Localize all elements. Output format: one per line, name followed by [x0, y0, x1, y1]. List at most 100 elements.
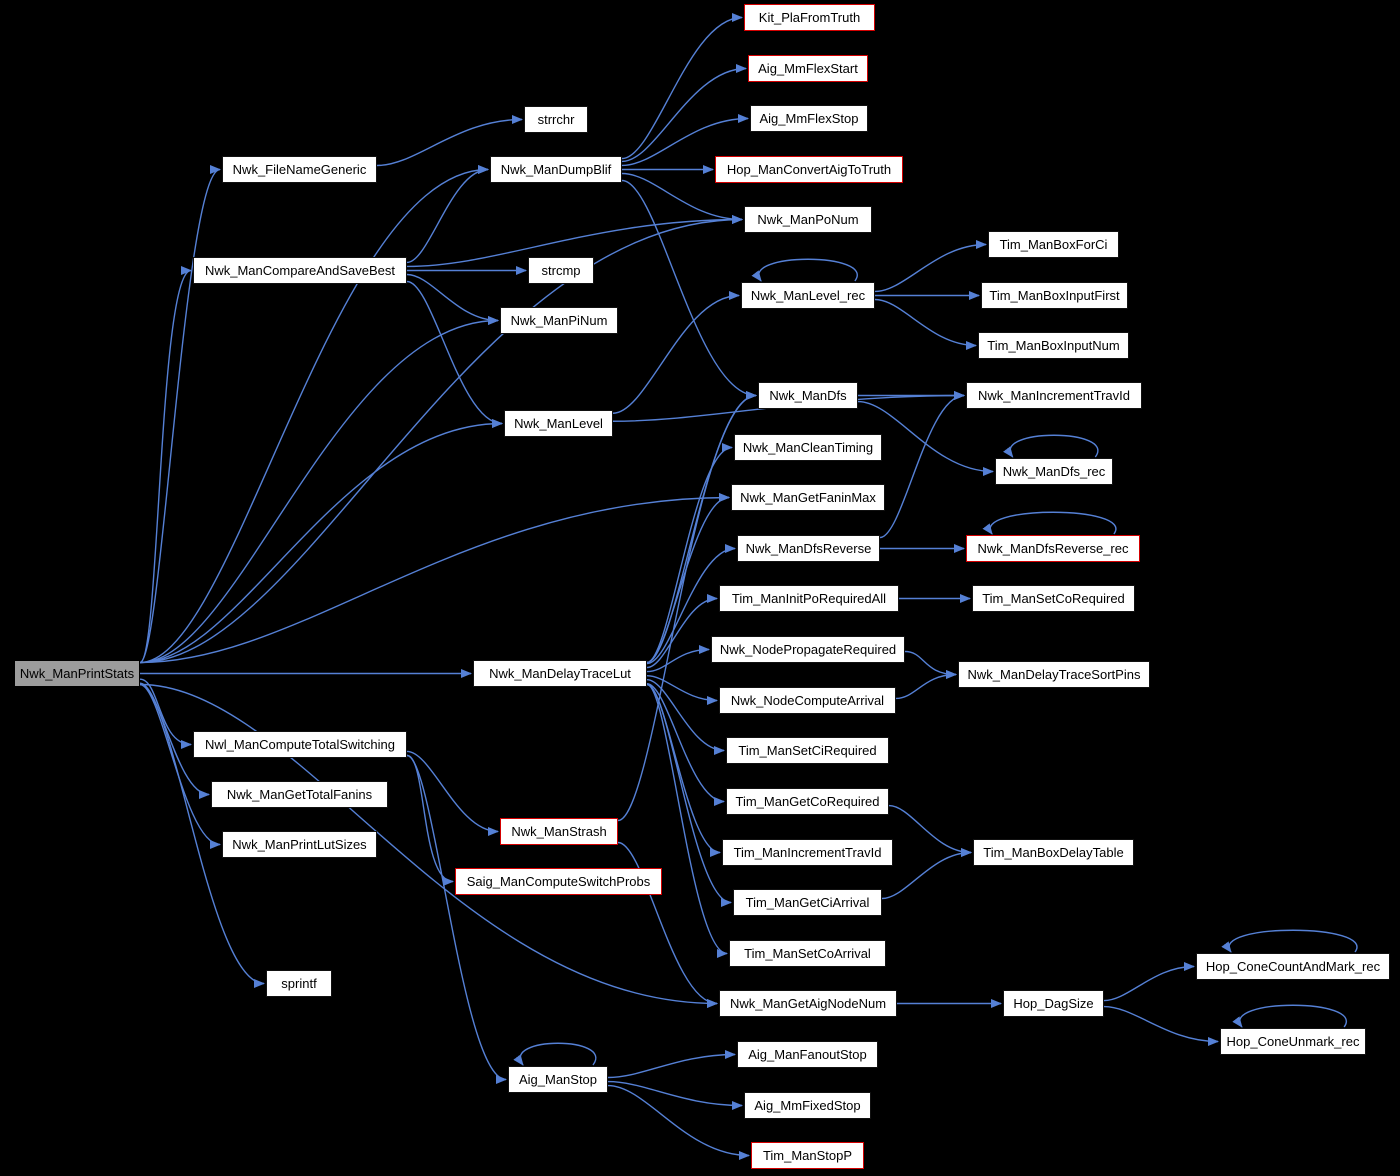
graph-node-hopConvert[interactable]: Hop_ManConvertAigToTruth	[715, 156, 903, 183]
graph-node-piNum[interactable]: Nwk_ManPiNum	[500, 307, 618, 334]
edge-dumpBlif-poNum	[621, 172, 743, 224]
edge-dumpBlif-kitPla	[621, 13, 743, 160]
graph-node-dfsReverse[interactable]: Nwk_ManDfsReverse	[737, 535, 880, 562]
edge-levelRec-boxInputNum	[874, 298, 977, 350]
graph-node-timStopP[interactable]: Tim_ManStopP	[751, 1142, 864, 1169]
graph-node-nodeCompArr[interactable]: Nwk_NodeComputeArrival	[719, 687, 896, 714]
graph-node-delayTraceLut[interactable]: Nwk_ManDelayTraceLut	[473, 660, 647, 687]
edge-compareSave-piNum	[406, 273, 499, 325]
edge-delayTraceLut-initPoReqAll	[646, 594, 718, 669]
edge-nwlSwitching-aigManStop	[406, 754, 507, 1084]
self-loop-levelRec	[751, 258, 858, 282]
edge-nwlSwitching-strash	[406, 750, 499, 836]
edge-getCiArr-boxDelayTable	[881, 848, 972, 900]
graph-node-mmFlexStart[interactable]: Aig_MmFlexStart	[748, 55, 868, 82]
graph-node-boxInputFirst[interactable]: Tim_ManBoxInputFirst	[981, 282, 1128, 309]
edge-getCoReq-boxDelayTable	[888, 804, 972, 857]
graph-node-strrchr[interactable]: strrchr	[524, 106, 588, 133]
graph-node-dfs[interactable]: Nwk_ManDfs	[758, 382, 858, 409]
graph-node-printStats: Nwk_ManPrintStats	[14, 660, 140, 687]
edge-delayTraceLut-setCiReq	[646, 678, 725, 755]
graph-node-nodePropReq[interactable]: Nwk_NodePropagateRequired	[711, 636, 905, 663]
graph-node-strash[interactable]: Nwk_ManStrash	[500, 818, 618, 845]
graph-node-cleanTiming[interactable]: Nwk_ManCleanTiming	[734, 434, 882, 461]
edge-aigManStop-fanoutStop	[607, 1050, 736, 1079]
graph-node-sprintf[interactable]: sprintf	[266, 970, 332, 997]
edge-strash-getAigNodeNum	[617, 841, 718, 1008]
graph-node-saigSwitch[interactable]: Saig_ManComputeSwitchProbs	[455, 868, 662, 895]
edge-dfsReverse-nwkIncrTravId	[879, 391, 965, 539]
graph-node-getAigNodeNum[interactable]: Nwk_ManGetAigNodeNum	[719, 990, 897, 1017]
edge-nodeCompArr-sortPins	[895, 670, 957, 700]
edge-printStats-piNum	[139, 316, 499, 664]
graph-node-setCoArr[interactable]: Tim_ManSetCoArrival	[729, 940, 886, 967]
graph-node-nwlSwitching[interactable]: Nwl_ManComputeTotalSwitching	[193, 731, 407, 758]
graph-node-fanoutStop[interactable]: Aig_ManFanoutStop	[737, 1041, 878, 1068]
edge-delayTraceLut-getFaninMax	[646, 493, 730, 664]
edge-compareSave-dumpBlif	[406, 165, 489, 264]
edge-compareSave-level	[406, 280, 503, 428]
graph-node-coneUnmark[interactable]: Hop_ConeUnmark_rec	[1220, 1028, 1366, 1055]
graph-node-getCiArr[interactable]: Tim_ManGetCiArrival	[733, 889, 882, 916]
edge-printStats-getFaninMax	[139, 493, 730, 664]
self-loop-coneUnmark	[1232, 1004, 1348, 1028]
self-loop-dfsRevRec	[982, 511, 1117, 535]
graph-node-initPoReqAll[interactable]: Tim_ManInitPoRequiredAll	[719, 585, 899, 612]
graph-node-dfsRevRec[interactable]: Nwk_ManDfsReverse_rec	[966, 535, 1140, 562]
graph-node-setCiReq[interactable]: Tim_ManSetCiRequired	[726, 737, 889, 764]
edge-dfs-dfsRec	[857, 400, 994, 476]
graph-node-hopDagSize[interactable]: Hop_DagSize	[1003, 990, 1104, 1017]
graph-node-dumpBlif[interactable]: Nwk_ManDumpBlif	[490, 156, 622, 183]
edge-delayTraceLut-getCiArr	[646, 683, 732, 907]
edge-delayTraceLut-nodePropReq	[646, 645, 710, 673]
edge-delayTraceLut-dfsReverse	[646, 544, 736, 665]
edge-printStats-poNum	[139, 215, 743, 664]
graph-node-printLutSizes[interactable]: Nwk_ManPrintLutSizes	[222, 831, 377, 858]
edge-layer	[139, 13, 1358, 1160]
graph-node-strcmp[interactable]: strcmp	[528, 257, 594, 284]
graph-node-poNum[interactable]: Nwk_ManPoNum	[744, 206, 872, 233]
edge-printStats-dumpBlif	[139, 165, 489, 664]
graph-node-nwkIncrTravId[interactable]: Nwk_ManIncrementTravId	[966, 382, 1142, 409]
edge-printStats-getAigNodeNum	[139, 683, 718, 1008]
edge-strash-dfs	[617, 391, 757, 822]
graph-node-mmFixedStop[interactable]: Aig_MmFixedStop	[744, 1092, 871, 1119]
edge-printStats-compareSave	[139, 266, 192, 664]
edge-printStats-sprintf	[139, 683, 265, 988]
graph-node-compareSave[interactable]: Nwk_ManCompareAndSaveBest	[193, 257, 407, 284]
edge-fileNameGeneric-strrchr	[376, 115, 523, 167]
edge-aigManStop-timStopP	[607, 1084, 750, 1160]
edge-delayTraceLut-nodeCompArr	[646, 674, 718, 705]
graph-node-coneCount[interactable]: Hop_ConeCountAndMark_rec	[1196, 953, 1390, 980]
edge-printStats-fileNameGeneric	[139, 165, 221, 664]
edge-dumpBlif-mmFlexStart	[621, 64, 747, 163]
graph-node-boxInputNum[interactable]: Tim_ManBoxInputNum	[978, 332, 1129, 359]
graph-node-fileNameGeneric[interactable]: Nwk_FileNameGeneric	[222, 156, 377, 183]
graph-node-timSetCoReq[interactable]: Tim_ManSetCoRequired	[972, 585, 1135, 612]
edge-dumpBlif-mmFlexStop	[621, 114, 749, 167]
edge-compareSave-poNum	[406, 215, 743, 268]
self-loop-coneCount	[1221, 929, 1358, 953]
graph-node-timIncrTravId[interactable]: Tim_ManIncrementTravId	[722, 839, 893, 866]
graph-node-level[interactable]: Nwk_ManLevel	[504, 410, 613, 437]
graph-node-mmFlexStop[interactable]: Aig_MmFlexStop	[750, 105, 868, 132]
graph-node-getTotalFanins[interactable]: Nwk_ManGetTotalFanins	[211, 781, 388, 808]
edge-printStats-nwlSwitching	[139, 678, 192, 749]
graph-node-boxForCi[interactable]: Tim_ManBoxForCi	[988, 231, 1119, 258]
graph-node-sortPins[interactable]: Nwk_ManDelayTraceSortPins	[958, 661, 1150, 688]
graph-node-getFaninMax[interactable]: Nwk_ManGetFaninMax	[731, 484, 885, 511]
edge-dumpBlif-dfs	[621, 179, 757, 400]
graph-node-aigManStop[interactable]: Aig_ManStop	[508, 1066, 608, 1093]
edge-delayTraceLut-setCoArr	[646, 683, 728, 958]
graph-node-getCoReq[interactable]: Tim_ManGetCoRequired	[726, 788, 889, 815]
graph-node-kitPla[interactable]: Kit_PlaFromTruth	[744, 4, 875, 31]
graph-node-levelRec[interactable]: Nwk_ManLevel_rec	[741, 282, 875, 309]
graph-node-boxDelayTable[interactable]: Tim_ManBoxDelayTable	[973, 839, 1134, 866]
graph-node-dfsRec[interactable]: Nwk_ManDfs_rec	[995, 458, 1113, 485]
self-loop-dfsRec	[1003, 434, 1099, 458]
edge-aigManStop-mmFixedStop	[607, 1080, 743, 1110]
edge-printStats-level	[139, 419, 503, 664]
